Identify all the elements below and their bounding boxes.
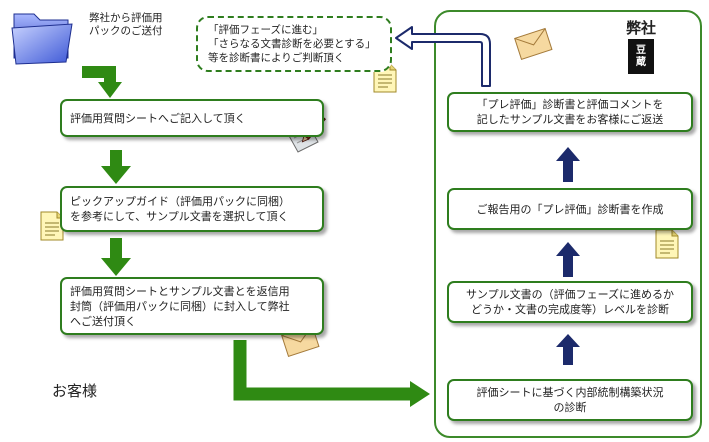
step-diagnose-level-text: サンプル文書の（評価フェーズに進めるか どうか・文書の完成度等）レベルを診断 xyxy=(465,288,675,316)
step-send-documents: 評価用質問シートとサンプル文書とを返信用 封筒（評価用パックに同梱）に封入して弊… xyxy=(60,277,324,335)
company-logo-char-2: 蔵 xyxy=(636,56,646,68)
arrow-up-3-head xyxy=(556,147,580,161)
arrow-up-2-shaft xyxy=(563,255,573,277)
arrow-up-1-head xyxy=(556,334,580,347)
step-select-sample: ピックアップガイド（評価用パックに同梱） を参考にして、サンプル文書を選択して頂… xyxy=(60,186,324,232)
step-fill-questionnaire-text: 評価用質問シートへご記入して頂く xyxy=(70,111,246,125)
arrow-folder-to-step1 xyxy=(82,66,116,84)
customer-label: お客様 xyxy=(52,382,98,400)
arrow-step3-to-panel xyxy=(233,340,412,401)
folder-icon xyxy=(11,13,73,65)
step-diagnose-level: サンプル文書の（評価フェーズに進めるか どうか・文書の完成度等）レベルを診断 xyxy=(447,281,693,323)
step-return-report-text: 「プレ評価」診断書と評価コメントを 記したサンプル文書をお客様にご返送 xyxy=(476,98,664,126)
arrow-step1-to-step2-head xyxy=(101,166,131,184)
arrow-step3-to-panel-head xyxy=(410,381,430,407)
decision-box: 「評価フェーズに進む」 「さらなる文書診断を必要とする」 等を診断書によりご判断… xyxy=(196,16,392,72)
company-title: 弊社 xyxy=(626,19,657,37)
arrow-up-2-head xyxy=(556,242,580,256)
step-send-documents-text: 評価用質問シートとサンプル文書とを返信用 封筒（評価用パックに同梱）に封入して弊… xyxy=(70,284,290,328)
decision-line-3: 等を診断書によりご判断頂く xyxy=(208,52,345,64)
arrow-to-decision-outline xyxy=(395,26,491,87)
arrow-step2-to-step3-head xyxy=(101,258,131,276)
step-fill-questionnaire: 評価用質問シートへご記入して頂く xyxy=(60,99,324,137)
arrow-up-1-shaft xyxy=(563,345,573,365)
arrow-folder-to-step1-head xyxy=(98,82,122,98)
company-logo: 豆 蔵 xyxy=(628,39,654,74)
step-create-report-text: ご報告用の「プレ評価」診断書を作成 xyxy=(476,202,664,216)
company-logo-char-1: 豆 xyxy=(636,44,646,56)
document-icon xyxy=(40,211,64,241)
decision-line-2: 「さらなる文書診断を必要とする」 xyxy=(208,38,376,50)
step-create-report: ご報告用の「プレ評価」診断書を作成 xyxy=(447,188,693,230)
step-diagnose-internal-control: 評価シートに基づく内部統制構築状況 の診断 xyxy=(447,379,693,421)
arrow-up-3-shaft xyxy=(563,160,573,182)
document-icon xyxy=(655,229,679,259)
step-return-report: 「プレ評価」診断書と評価コメントを 記したサンプル文書をお客様にご返送 xyxy=(447,92,693,132)
arrow-step2-to-step3-shaft xyxy=(110,238,122,260)
step-select-sample-text: ピックアップガイド（評価用パックに同梱） を参考にして、サンプル文書を選択して頂… xyxy=(70,195,290,223)
decision-line-1: 「評価フェーズに進む」 xyxy=(208,24,323,36)
package-sent-note: 弊社から評価用 パックのご送付 xyxy=(89,12,163,37)
envelope-icon xyxy=(514,27,553,60)
arrow-step1-to-step2-shaft xyxy=(110,150,122,168)
step-diagnose-internal-control-text: 評価シートに基づく内部統制構築状況 の診断 xyxy=(476,386,664,414)
